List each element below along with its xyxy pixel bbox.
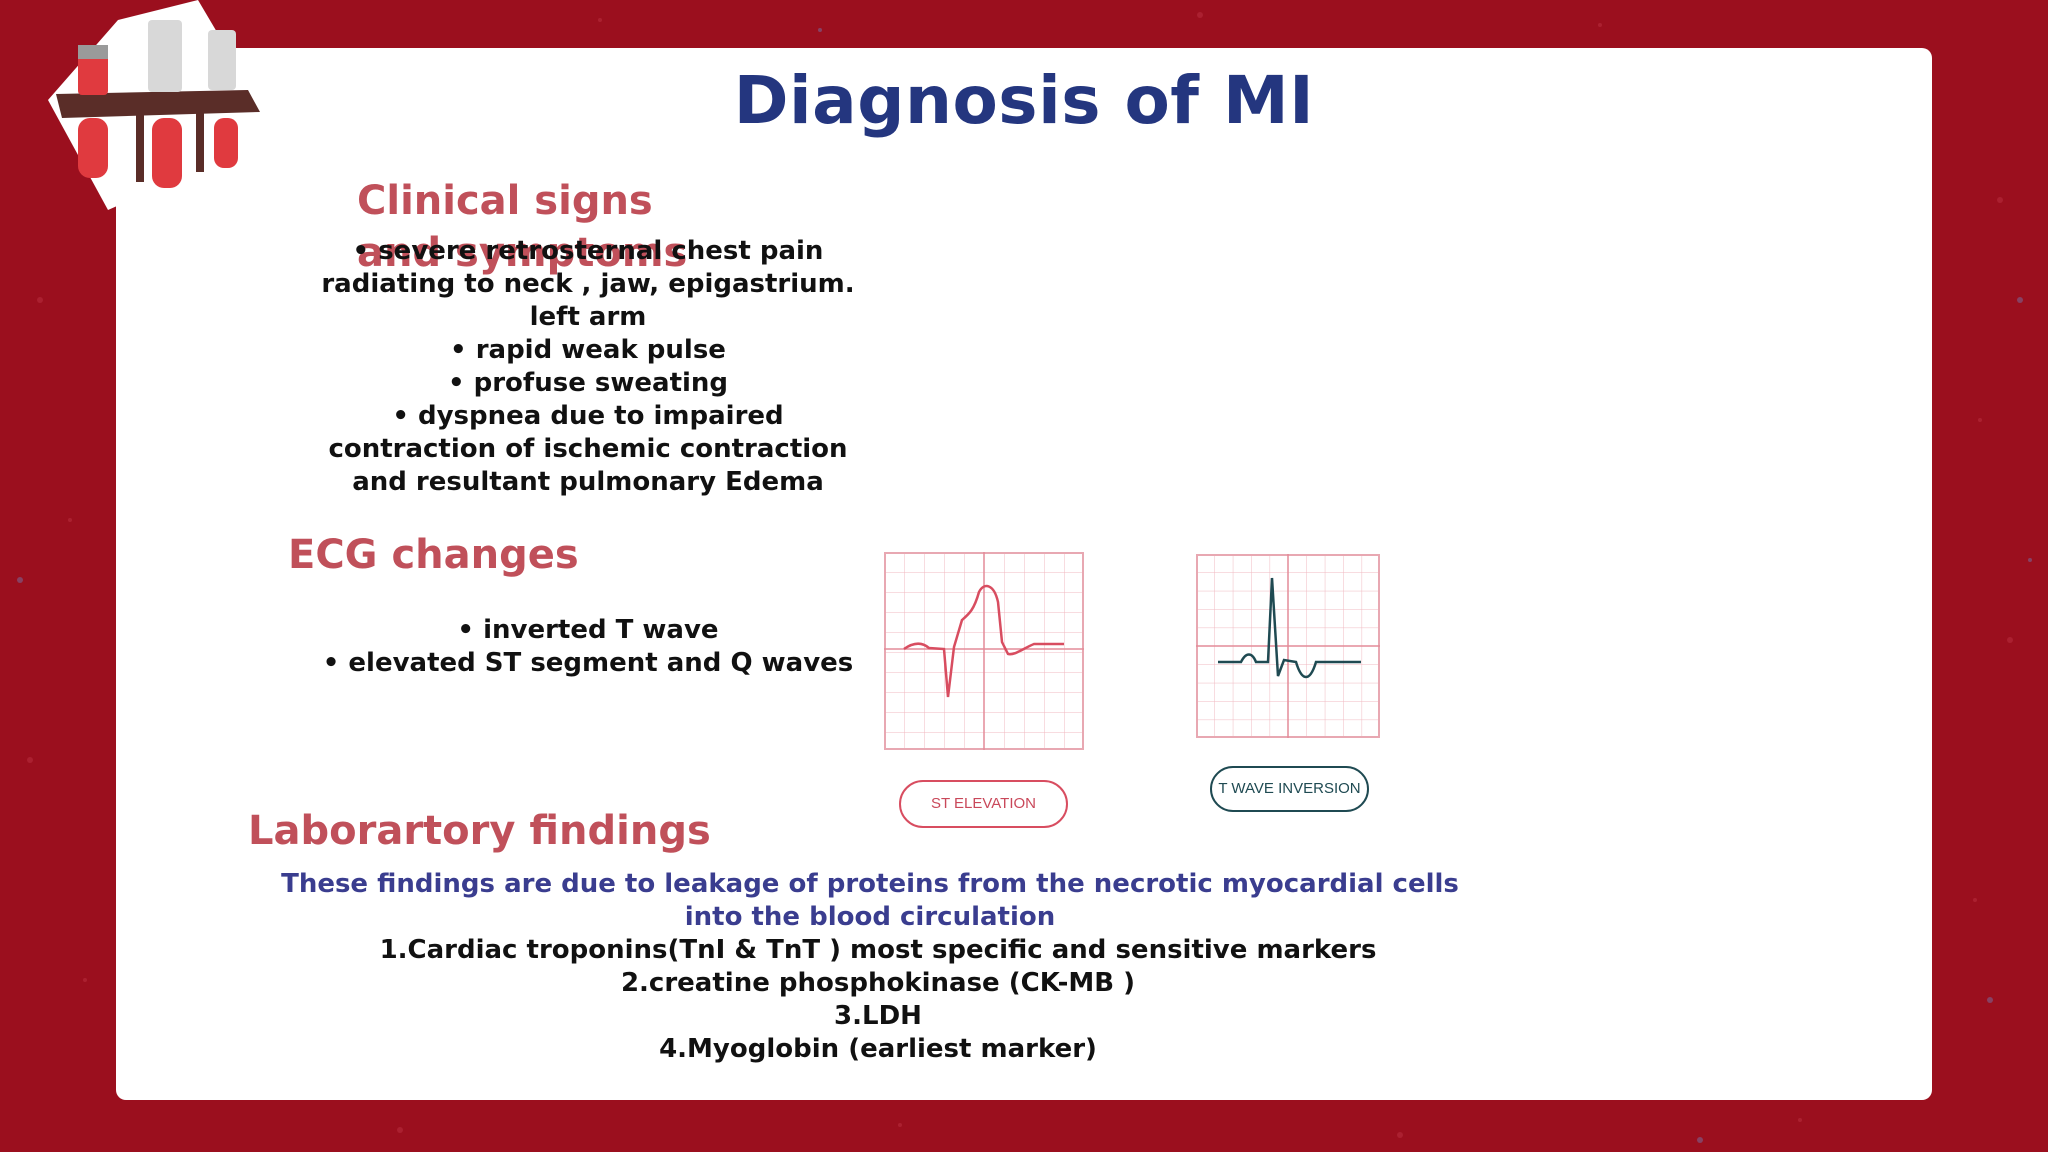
page-title: Diagnosis of MI — [733, 62, 1315, 139]
list-item: inverted T wave — [318, 614, 858, 647]
list-item: rapid weak pulse — [318, 334, 858, 367]
t-wave-inversion-ecg — [1196, 554, 1380, 738]
lab-list: 1.Cardiac troponins(TnI & TnT ) most spe… — [250, 934, 1506, 1066]
st-elevation-ecg — [884, 552, 1084, 750]
list-item: severe retrosternal chest pain radiating… — [318, 235, 858, 334]
list-item: 1.Cardiac troponins(TnI & TnT ) most spe… — [379, 935, 1377, 965]
ecg-heading: ECG changes — [288, 532, 579, 578]
list-item: dyspnea due to impaired contraction of i… — [318, 400, 858, 499]
list-item: elevated ST segment and Q waves — [318, 647, 858, 680]
ecg-list: inverted T wave elevated ST segment and … — [318, 614, 858, 680]
test-tubes-icon — [48, 0, 263, 210]
clinical-list: severe retrosternal chest pain radiating… — [318, 235, 858, 499]
st-elevation-label: ST ELEVATION — [899, 780, 1068, 828]
list-item: 4.Myoglobin (earliest marker) — [659, 1034, 1097, 1064]
list-item: 2.creatine phosphokinase (CK-MB ) — [620, 968, 1136, 998]
list-item: 3.LDH — [834, 1001, 922, 1031]
list-item: profuse sweating — [318, 367, 858, 400]
lab-heading: Laborartory findings — [248, 808, 711, 854]
lab-intro: These findings are due to leakage of pro… — [281, 869, 1459, 932]
t-wave-inversion-label: T WAVE INVERSION — [1210, 766, 1369, 812]
